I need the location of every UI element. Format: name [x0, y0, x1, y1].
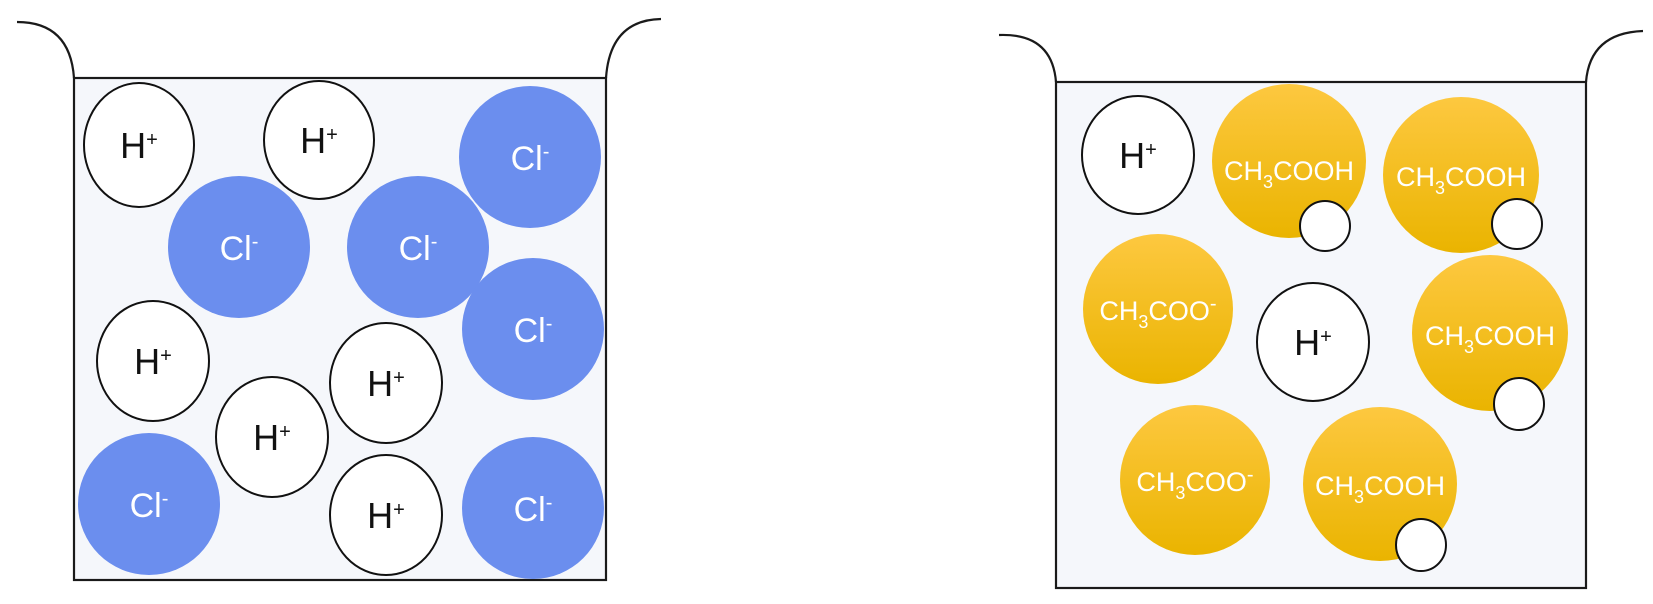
svg-text:CH3COO-: CH3COO-: [1099, 293, 1216, 332]
svg-text:CH3COOH: CH3COOH: [1315, 471, 1445, 507]
svg-text:CH3COOH: CH3COOH: [1396, 162, 1526, 198]
hydrogen-ion: H+: [215, 376, 329, 498]
acetate-ion: CH3COO-: [1083, 234, 1233, 384]
svg-text:H+: H+: [1294, 322, 1332, 363]
svg-text:CH3COOH: CH3COOH: [1425, 321, 1555, 357]
hydrogen-ion: H+: [1081, 95, 1195, 215]
svg-text:H+: H+: [253, 417, 291, 458]
chloride-ion: Cl-: [78, 433, 220, 575]
attached-hydrogen-atom: [1493, 377, 1545, 431]
chloride-ion: Cl-: [347, 176, 489, 318]
beaker-lip-right: [604, 17, 662, 79]
acetic-acid-beaker: H+ CH3COOH CH3COOH CH3COO- H+ CH3COOH: [998, 29, 1644, 590]
svg-text:Cl-: Cl-: [399, 230, 438, 268]
acetic-acid-molecule: CH3COOH: [1412, 255, 1568, 431]
acetic-acid-molecule: CH3COOH: [1383, 97, 1543, 253]
attached-hydrogen-atom: [1491, 198, 1543, 250]
attached-hydrogen-atom: [1299, 200, 1351, 252]
acetic-acid-molecule: CH3COOH: [1303, 407, 1457, 572]
hydrogen-ion: H+: [263, 80, 375, 200]
svg-text:H+: H+: [134, 341, 172, 382]
svg-text:Cl-: Cl-: [514, 491, 553, 529]
hydrogen-ion: H+: [96, 300, 210, 422]
svg-text:Cl-: Cl-: [220, 230, 259, 268]
beaker-lip-right: [1584, 29, 1644, 83]
chloride-ion: Cl-: [168, 176, 310, 318]
svg-text:Cl-: Cl-: [514, 312, 553, 350]
svg-text:H+: H+: [367, 363, 405, 404]
chloride-ion: Cl-: [462, 437, 604, 579]
svg-text:CH3COOH: CH3COOH: [1224, 156, 1354, 192]
hydrogen-ion: H+: [329, 322, 443, 444]
svg-text:H+: H+: [300, 120, 338, 161]
svg-text:H+: H+: [120, 125, 158, 166]
beaker-lip-left: [16, 20, 76, 79]
svg-text:Cl-: Cl-: [130, 487, 169, 525]
svg-text:H+: H+: [367, 495, 405, 536]
hydrogen-ion: H+: [1256, 282, 1370, 402]
chloride-ion: Cl-: [462, 258, 604, 400]
hydrogen-ion: H+: [329, 454, 443, 576]
svg-text:CH3COO-: CH3COO-: [1136, 464, 1253, 503]
svg-text:Cl-: Cl-: [511, 140, 550, 178]
chloride-ion: Cl-: [459, 86, 601, 228]
hydrochloric-acid-beaker: H+ H+ Cl- Cl- Cl- Cl- H+ H+: [16, 17, 662, 582]
svg-text:H+: H+: [1119, 135, 1157, 176]
attached-hydrogen-atom: [1395, 518, 1447, 572]
acetic-acid-molecule: CH3COOH: [1212, 84, 1366, 252]
hydrogen-ion: H+: [83, 82, 195, 208]
acetate-ion: CH3COO-: [1120, 405, 1270, 555]
beaker-lip-left: [998, 33, 1058, 83]
